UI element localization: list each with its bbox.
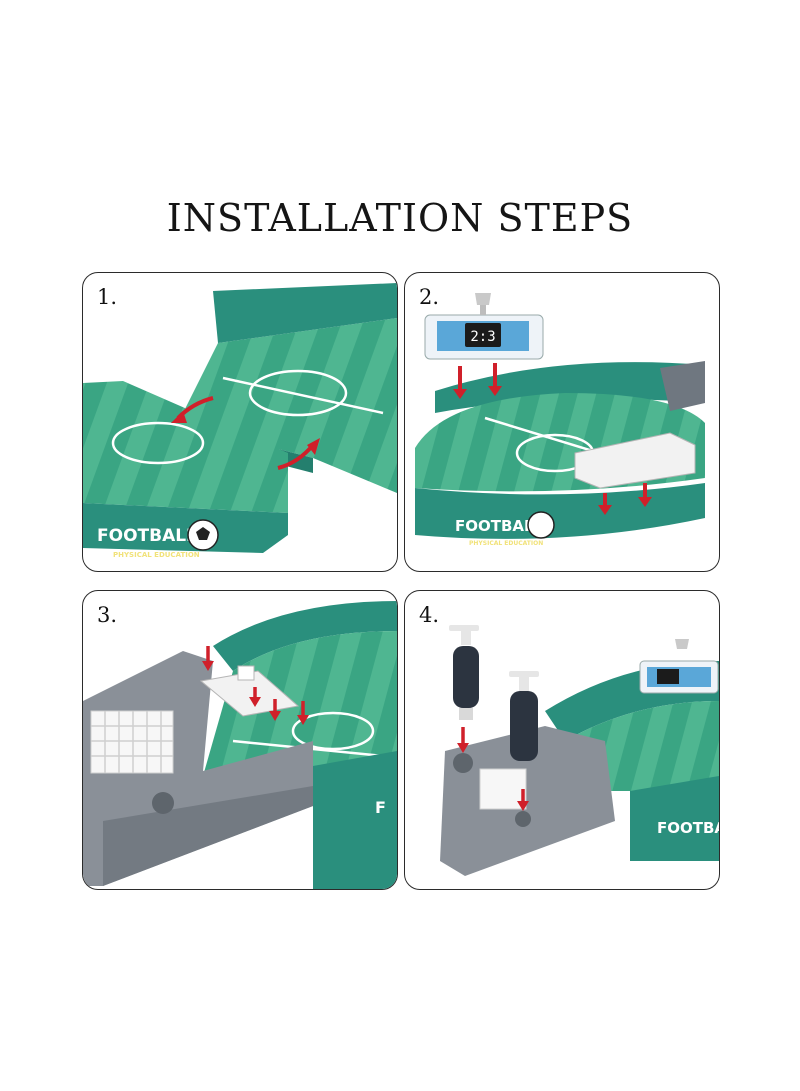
step-2-illustration: FOOTBALL PHYSICAL EDUCATION 2:3 [415, 293, 705, 547]
step-1-panel: 1. FOOTBALL PHYSICAL EDUCATION [82, 272, 398, 572]
player-handle [453, 646, 479, 708]
step-number: 4. [419, 603, 440, 627]
step-1-illustration: FOOTBALL PHYSICAL EDUCATION [83, 283, 397, 559]
step-3-panel: 3. F [82, 590, 398, 890]
step-number: 3. [97, 603, 118, 627]
step-2-panel: 2. FOOTBALL PHYSICAL EDUCATION 2:3 [404, 272, 720, 572]
brand-text-partial: FOOTBA [657, 819, 719, 837]
handle-socket [152, 792, 174, 814]
trophy-icon [675, 639, 689, 649]
field-wall [213, 283, 397, 343]
soccer-ball-icon [527, 511, 555, 539]
trophy-icon [475, 293, 491, 305]
step-4-panel: 4. FOOTBA [404, 590, 720, 890]
handle-socket [453, 753, 473, 773]
goal-tray [574, 432, 696, 489]
step-3-illustration: F [83, 601, 397, 889]
step-number: 1. [97, 285, 118, 309]
field-half-left [83, 381, 288, 513]
page-title: INSTALLATION STEPS [166, 196, 634, 240]
player-handle [660, 361, 705, 411]
brand-text: FOOTBALL [455, 517, 544, 535]
score-display: 2:3 [470, 329, 495, 345]
brand-tagline: PHYSICAL EDUCATION [113, 551, 200, 559]
step-number: 2. [419, 285, 440, 309]
brand-text: FOOTBALL [97, 526, 197, 546]
field-wall [213, 601, 397, 671]
brand-text-partial: F [375, 798, 386, 817]
handle-socket [515, 811, 531, 827]
player-handle [510, 691, 538, 761]
step-4-illustration: FOOTBA [440, 625, 719, 876]
field-half-right [178, 318, 397, 493]
brand-tagline: PHYSICAL EDUCATION [469, 540, 543, 547]
